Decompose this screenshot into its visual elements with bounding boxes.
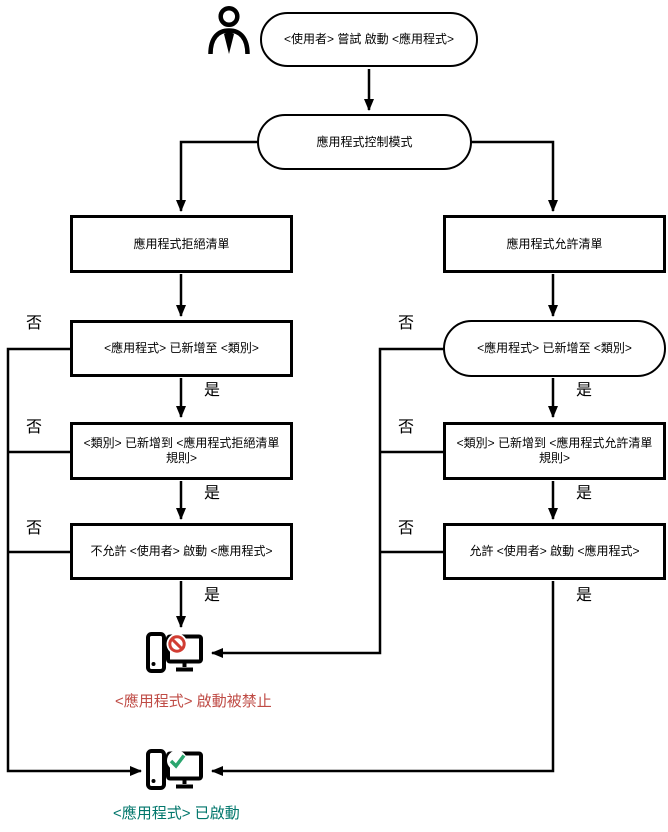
- yes-label-deny-3: 是: [204, 587, 221, 604]
- denylist-node-label: 應用程式拒絕清單: [133, 236, 230, 251]
- started-computer-icon: [146, 749, 204, 795]
- allow-action-node: 允許 <使用者> 啟動 <應用程式>: [443, 523, 666, 580]
- start-node: <使用者> 嘗試 啟動 <應用程式>: [260, 12, 478, 67]
- blocked-status-text: <應用程式> 啟動被禁止: [115, 693, 272, 710]
- connector-mode-to-denylist: [176, 140, 258, 212]
- no-label-allow-3: 否: [398, 520, 415, 537]
- deny-category-check-node: <應用程式> 已新增至 <類別>: [70, 320, 293, 377]
- no-label-allow-1: 否: [398, 315, 415, 332]
- allow-action-label: 允許 <使用者> 啟動 <應用程式>: [469, 544, 640, 558]
- connector-mode-to-allowlist: [471, 140, 558, 212]
- denylist-node: 應用程式拒絕清單: [70, 215, 293, 273]
- deny-rule-check-node: <類別> 已新增到 <應用程式拒絕清單規則>: [70, 422, 293, 480]
- mode-node: 應用程式控制模式: [257, 114, 472, 170]
- no-label-allow-2: 否: [398, 419, 415, 436]
- allowlist-node: 應用程式允許清單: [443, 215, 666, 273]
- deny-action-node: 不允許 <使用者> 啟動 <應用程式>: [70, 523, 293, 580]
- yes-label-allow-3: 是: [576, 587, 593, 604]
- mode-node-label: 應用程式控制模式: [316, 134, 413, 149]
- allowlist-node-label: 應用程式允許清單: [506, 236, 603, 251]
- blocked-computer-icon: [146, 632, 204, 678]
- connector-deny-no-feedback-to-started: [6, 347, 142, 776]
- user-icon: [206, 5, 252, 57]
- allow-rule-check-label: <類別> 已新增到 <應用程式允許清單規則>: [456, 436, 653, 465]
- yes-label-allow-2: 是: [576, 485, 593, 502]
- yes-label-deny-1: 是: [204, 382, 221, 399]
- allow-category-check-node: <應用程式> 已新增至 <類別>: [443, 320, 666, 377]
- allow-category-check-label: <應用程式> 已新增至 <類別>: [477, 341, 632, 355]
- connector-allow-yes-to-started: [211, 581, 555, 776]
- start-node-label: <使用者> 嘗試 啟動 <應用程式>: [283, 32, 455, 46]
- deny-action-label: 不允許 <使用者> 啟動 <應用程式>: [90, 544, 273, 558]
- yes-label-allow-1: 是: [576, 382, 593, 399]
- deny-rule-check-label: <類別> 已新增到 <應用程式拒絕清單規則>: [83, 436, 280, 465]
- deny-category-check-label: <應用程式> 已新增至 <類別>: [104, 341, 259, 355]
- started-status-text: <應用程式> 已啟動: [113, 805, 240, 822]
- yes-label-deny-2: 是: [204, 485, 221, 502]
- no-label-deny-2: 否: [26, 419, 43, 436]
- allow-rule-check-node: <類別> 已新增到 <應用程式允許清單規則>: [443, 422, 666, 480]
- no-label-deny-3: 否: [26, 520, 43, 537]
- no-label-deny-1: 否: [26, 315, 43, 332]
- connector-allow-no-feedback-to-blocked: [211, 347, 445, 658]
